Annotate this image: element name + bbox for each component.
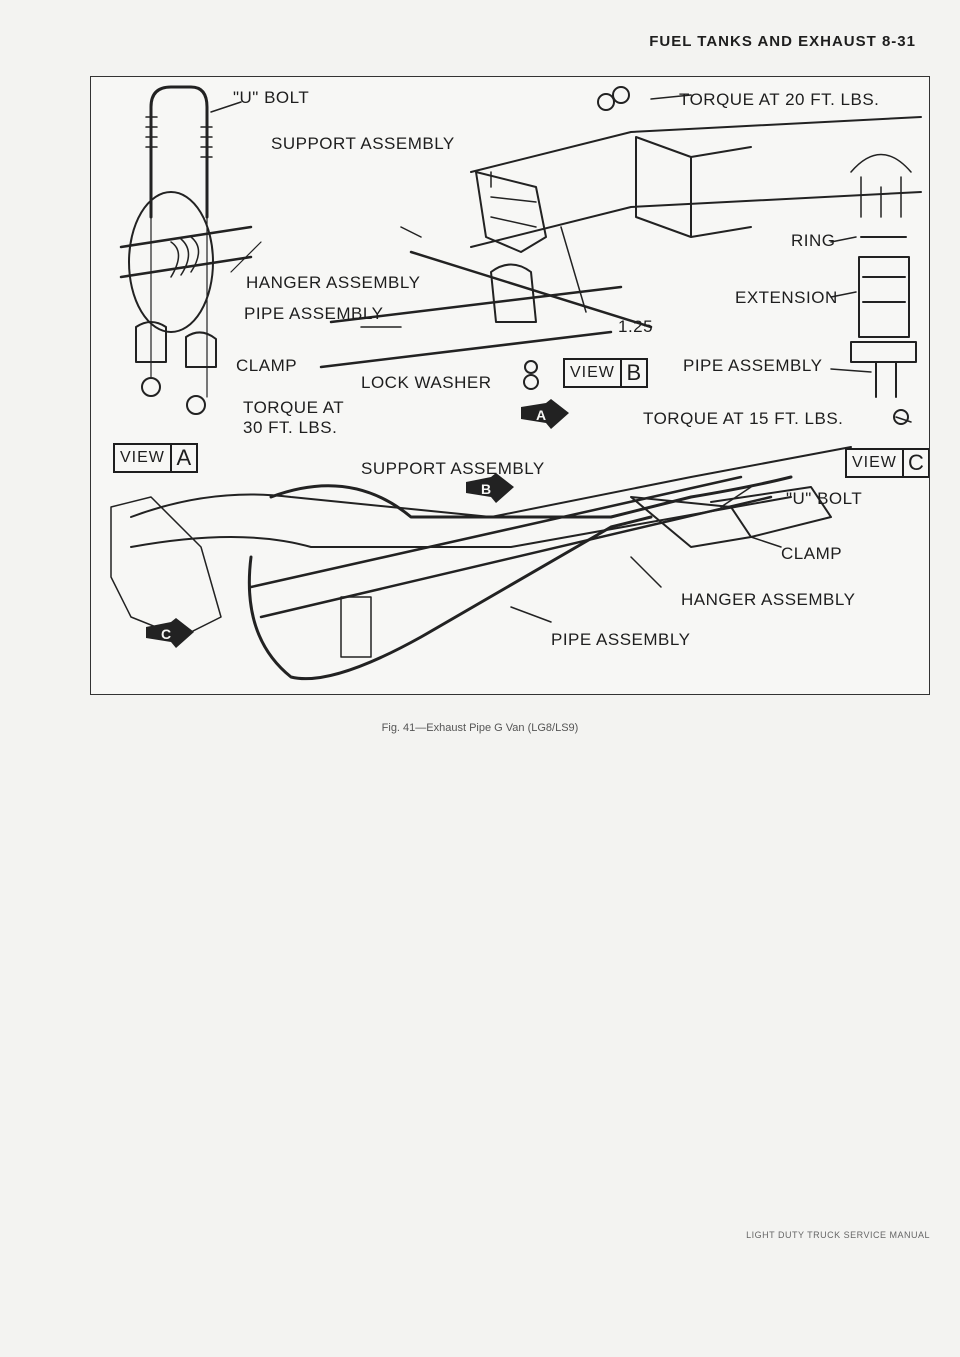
label-hanger-assembly-main: HANGER ASSEMBLY [681, 590, 856, 609]
label-clamp-view-a: CLAMP [236, 356, 298, 375]
label-torque-15: TORQUE AT 15 FT. LBS. [643, 409, 844, 428]
view-b-letter: B [619, 360, 646, 386]
label-support-assembly-main: SUPPORT ASSEMBLY [361, 459, 545, 478]
label-support-assembly-top: SUPPORT ASSEMBLY [271, 134, 455, 153]
label-ring: RING [791, 231, 836, 250]
label-lock-washer: LOCK WASHER [361, 373, 492, 392]
view-a-word: VIEW [120, 449, 165, 466]
view-a-box: VIEW A [113, 443, 198, 473]
label-pipe-assembly-main: PIPE ASSEMBLY [551, 630, 691, 649]
exhaust-pipe-figure: "U" BOLT SUPPORT ASSEMBLY TORQUE AT 20 F… [90, 76, 930, 695]
label-hanger-assembly-view-a: HANGER ASSEMBLY [246, 273, 421, 292]
figure-caption: Fig. 41—Exhaust Pipe G Van (LG8/LS9) [381, 722, 579, 734]
page-footer: LIGHT DUTY TRUCK SERVICE MANUAL [746, 1230, 930, 1240]
label-extension: EXTENSION [735, 288, 838, 307]
label-u-bolt-view-a: "U" BOLT [233, 88, 310, 107]
label-u-bolt-main: "U" BOLT [786, 489, 863, 508]
page-header: FUEL TANKS AND EXHAUST 8-31 [649, 33, 916, 50]
label-torque-20: TORQUE AT 20 FT. LBS. [679, 90, 880, 109]
label-pipe-assembly-view-c: PIPE ASSEMBLY [683, 356, 823, 375]
label-clamp-main: CLAMP [781, 544, 843, 563]
view-b-word: VIEW [570, 364, 615, 381]
label-pipe-assembly-view-a: PIPE ASSEMBLY [244, 304, 384, 323]
view-c-word: VIEW [852, 454, 897, 471]
view-a-letter: A [169, 445, 196, 471]
label-dimension-125: 1.25 [618, 317, 654, 336]
exhaust-line-art [110, 85, 922, 681]
view-c-letter: C [901, 450, 928, 476]
view-c-box: VIEW C [845, 448, 929, 478]
label-torque-30: TORQUE AT 30 FT. LBS. [243, 398, 345, 437]
view-b-box: VIEW B [563, 358, 648, 388]
